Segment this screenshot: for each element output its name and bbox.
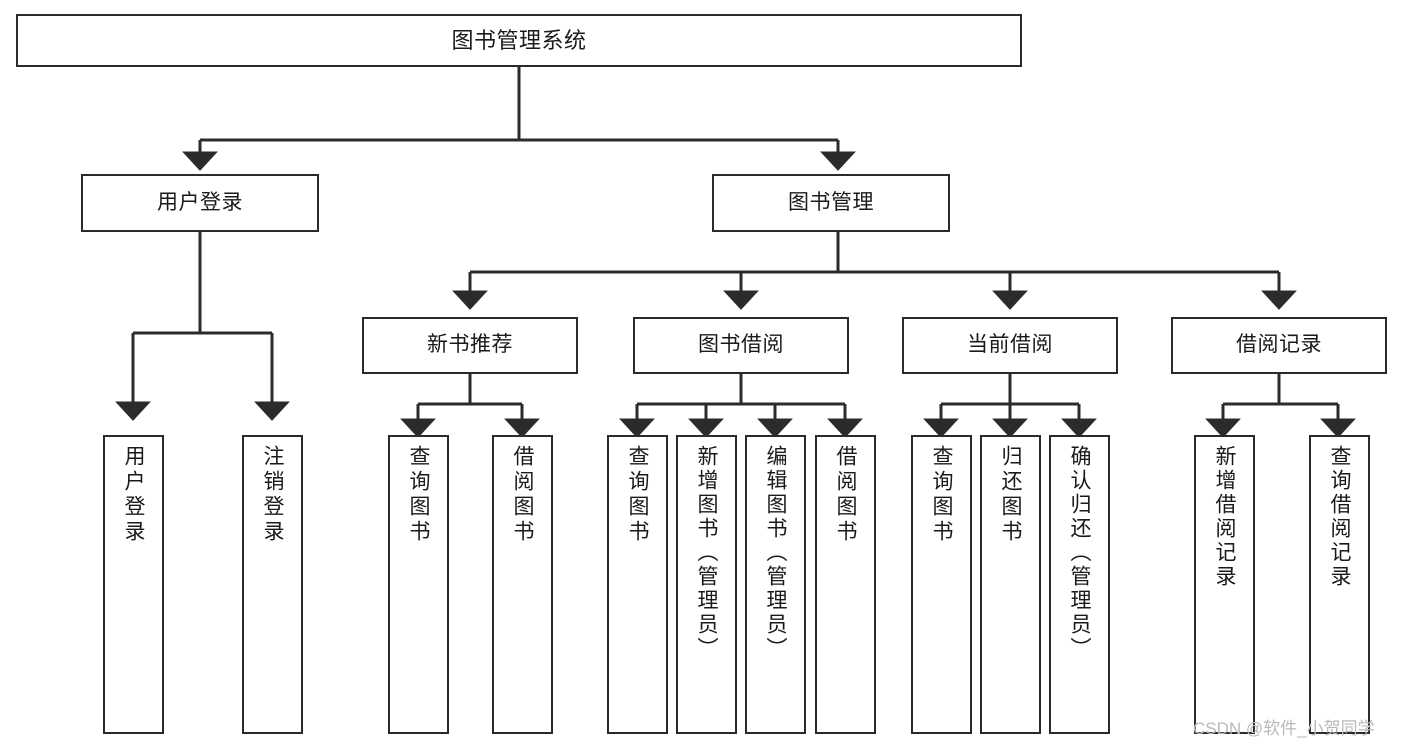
- node-leaf-query-book-1[interactable]: 查询图书: [388, 435, 449, 734]
- node-leaf-user-login-label: 用户登录: [122, 445, 145, 545]
- node-new-book-rec[interactable]: 新书推荐: [362, 317, 578, 374]
- node-leaf-logout-login-label: 注销登录: [261, 445, 284, 545]
- node-leaf-borrow-book-2-label: 借阅图书: [834, 445, 857, 545]
- node-leaf-query-record[interactable]: 查询借阅记录: [1309, 435, 1370, 734]
- node-leaf-query-book-3[interactable]: 查询图书: [911, 435, 972, 734]
- node-leaf-user-login[interactable]: 用户登录: [103, 435, 164, 734]
- node-leaf-return-book[interactable]: 归还图书: [980, 435, 1041, 734]
- node-leaf-query-book-2[interactable]: 查询图书: [607, 435, 668, 734]
- node-leaf-confirm-return-label: 确认归还（管理员）: [1068, 445, 1091, 661]
- node-leaf-borrow-book-1-label: 借阅图书: [511, 445, 534, 545]
- node-leaf-borrow-book-1[interactable]: 借阅图书: [492, 435, 553, 734]
- node-leaf-edit-book[interactable]: 编辑图书（管理员）: [745, 435, 806, 734]
- csdn-watermark: CSDN @软件_小贺同学: [1193, 719, 1375, 738]
- node-leaf-query-book-1-label: 查询图书: [407, 445, 430, 545]
- node-leaf-return-book-label: 归还图书: [999, 445, 1022, 545]
- node-leaf-query-book-3-label: 查询图书: [930, 445, 953, 545]
- node-user-login[interactable]: 用户登录: [81, 174, 319, 232]
- node-root-system-label: 图书管理系统: [451, 27, 587, 53]
- node-leaf-edit-book-label: 编辑图书（管理员）: [764, 445, 787, 661]
- node-book-manage[interactable]: 图书管理: [712, 174, 950, 232]
- node-leaf-add-book-label: 新增图书（管理员）: [695, 445, 718, 661]
- node-leaf-query-record-label: 查询借阅记录: [1328, 445, 1351, 589]
- node-leaf-add-record[interactable]: 新增借阅记录: [1194, 435, 1255, 734]
- node-current-borrow-label: 当前借阅: [967, 333, 1053, 357]
- node-new-book-rec-label: 新书推荐: [427, 333, 513, 357]
- node-book-manage-label: 图书管理: [788, 190, 874, 214]
- node-root-system[interactable]: 图书管理系统: [16, 14, 1022, 67]
- node-leaf-add-record-label: 新增借阅记录: [1213, 445, 1236, 589]
- node-borrow-record-label: 借阅记录: [1236, 333, 1322, 357]
- node-book-borrow-label: 图书借阅: [698, 333, 784, 357]
- node-current-borrow[interactable]: 当前借阅: [902, 317, 1118, 374]
- node-leaf-logout-login[interactable]: 注销登录: [242, 435, 303, 734]
- node-leaf-query-book-2-label: 查询图书: [626, 445, 649, 545]
- node-user-login-label: 用户登录: [157, 190, 243, 214]
- node-leaf-borrow-book-2[interactable]: 借阅图书: [815, 435, 876, 734]
- node-borrow-record[interactable]: 借阅记录: [1171, 317, 1387, 374]
- node-book-borrow[interactable]: 图书借阅: [633, 317, 849, 374]
- node-leaf-add-book[interactable]: 新增图书（管理员）: [676, 435, 737, 734]
- node-leaf-confirm-return[interactable]: 确认归还（管理员）: [1049, 435, 1110, 734]
